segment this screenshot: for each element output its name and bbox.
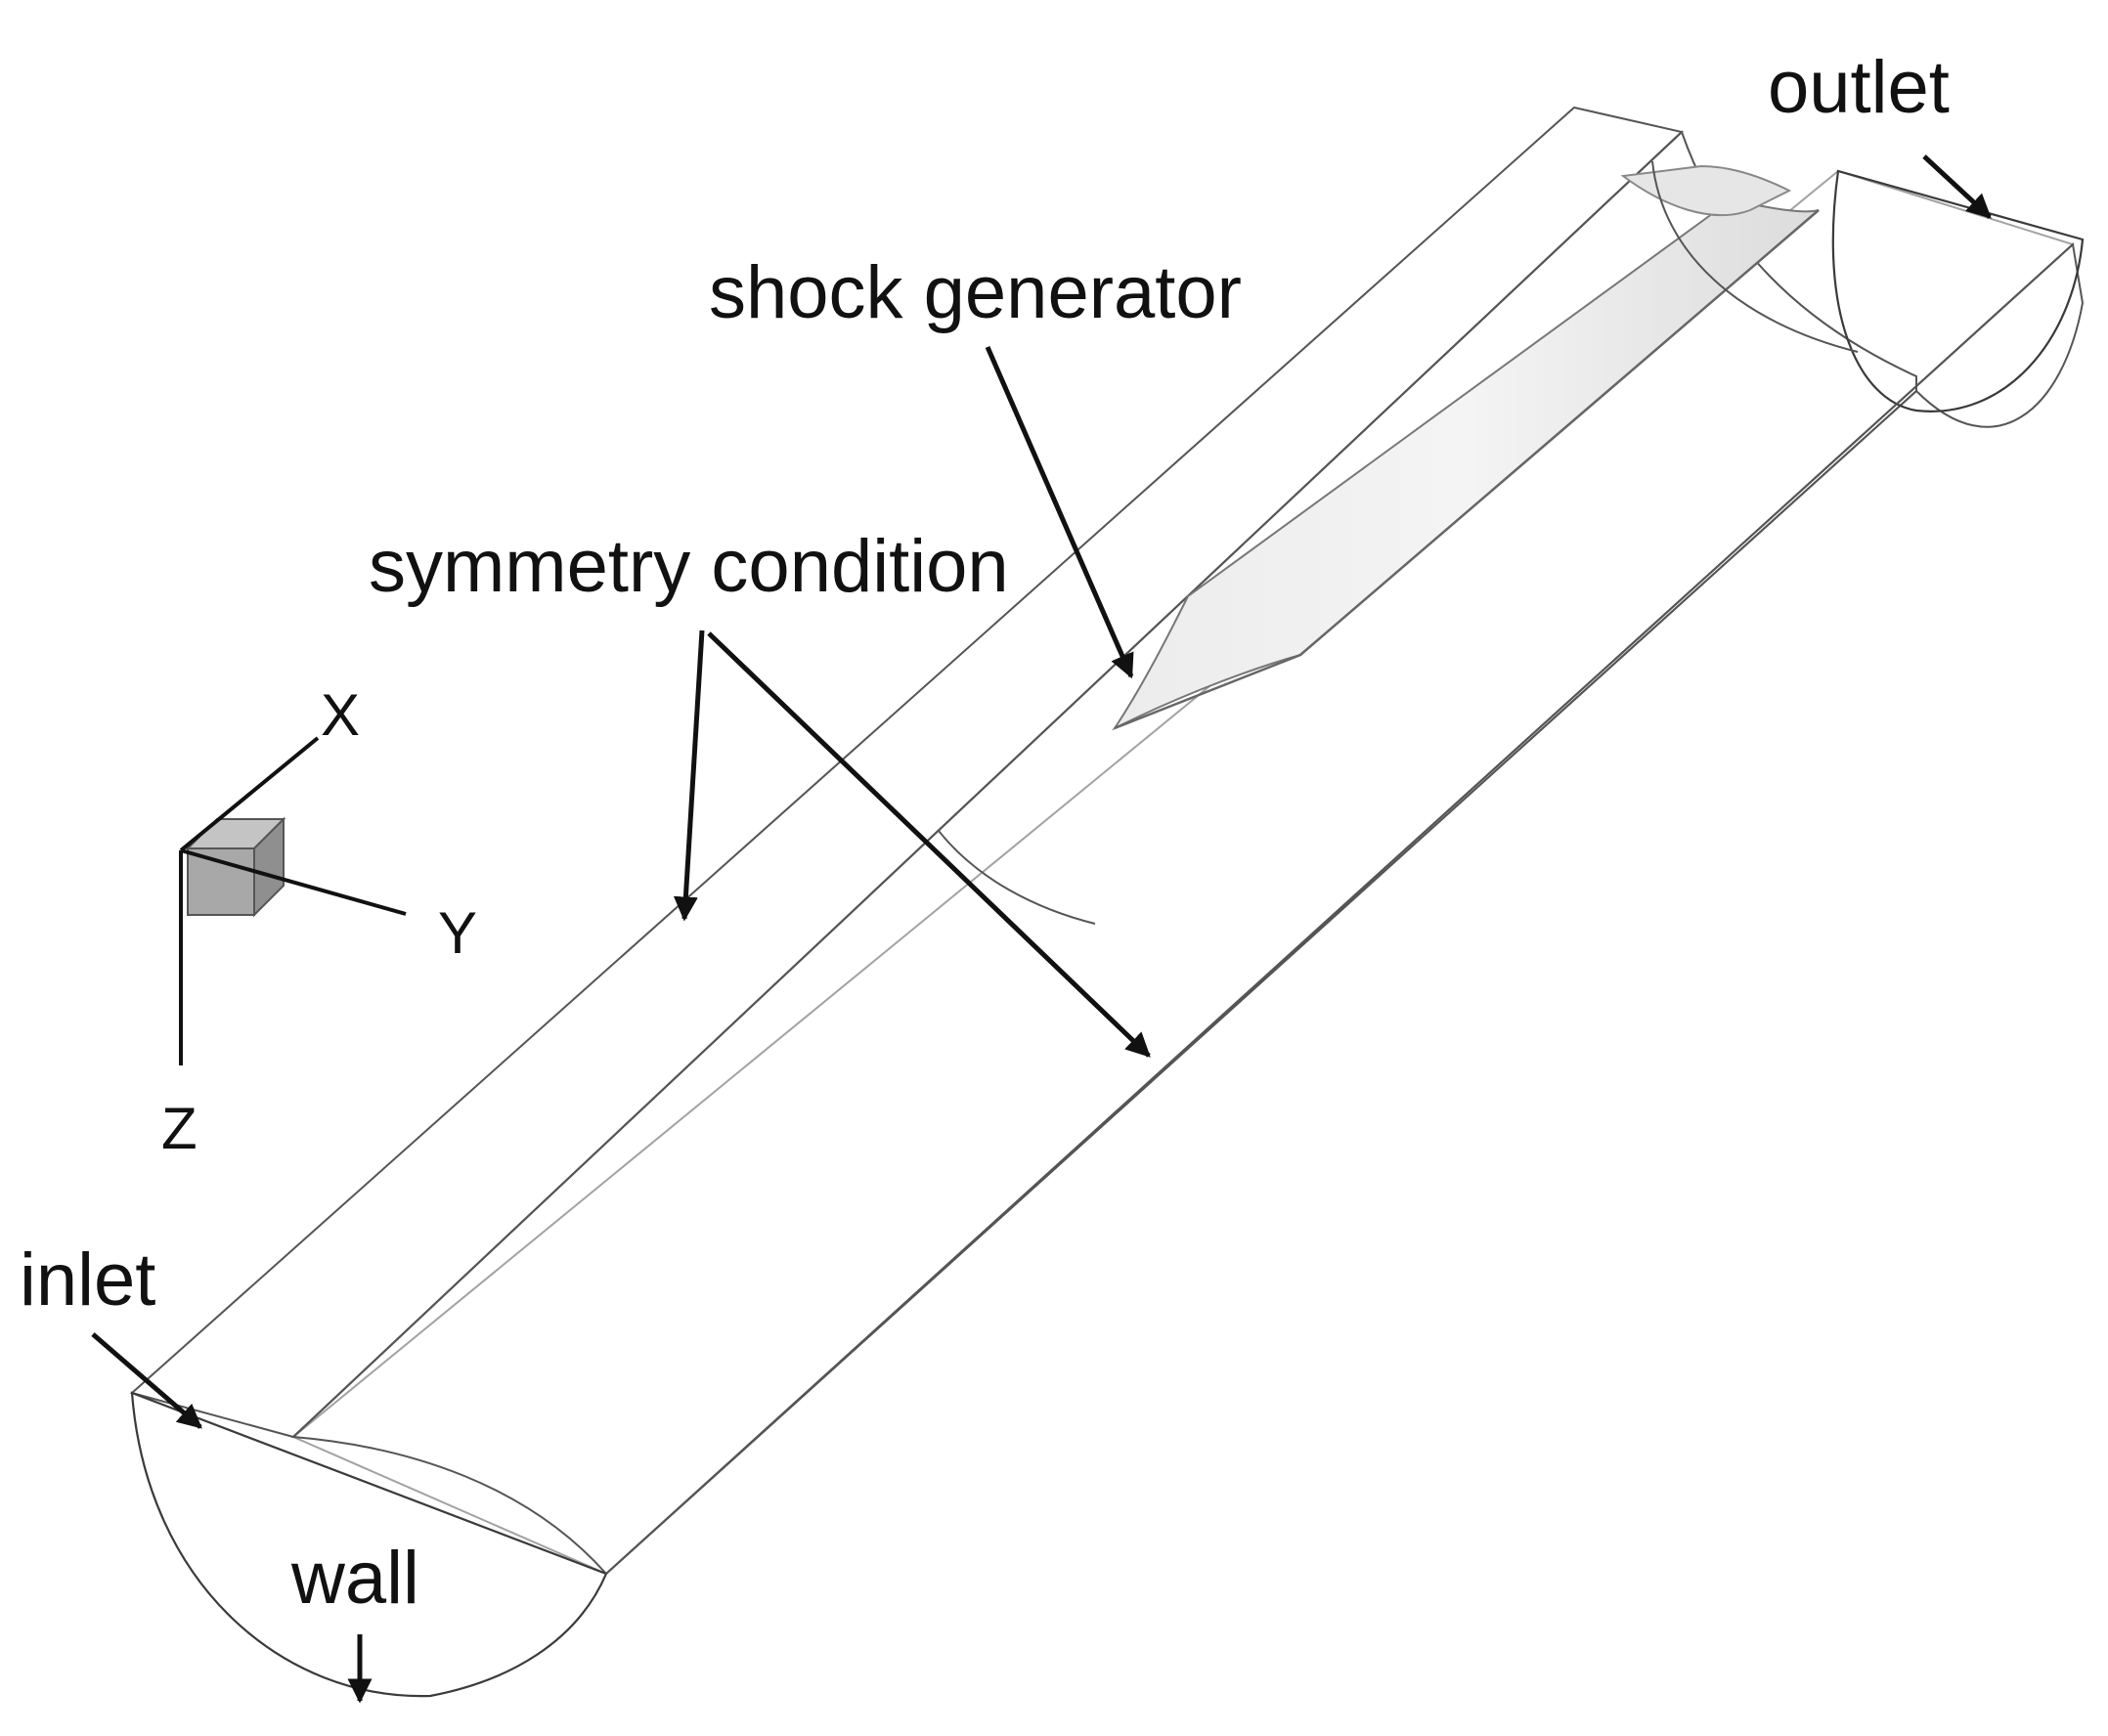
outlet-label: outlet [1768,46,1950,129]
inlet-cap [130,1391,608,1698]
triad-cube-side [253,816,285,918]
symmetry-arrow-right [707,631,1151,1058]
shock-generator-body [1112,198,1820,731]
shock-generator-ridge [1114,209,1820,730]
outlet-arrow [1922,154,1992,219]
shock-generator-label: shock generator [709,251,1242,334]
seam-line [292,131,1683,1438]
curved-wall-surface [290,130,1917,1576]
z-axis-label: Z [161,1096,198,1161]
right-side-slab [605,242,2085,1575]
symmetry-arrow-left [673,629,705,922]
outlet-cap [1831,169,2085,412]
triad-cube-front [187,847,255,916]
x-axis-label: X [321,682,360,748]
inlet-label: inlet [20,1238,155,1322]
axis-triad: X Y Z [161,682,477,1161]
shock-generator-arrow [985,346,1134,679]
x-axis-line [179,736,320,852]
y-axis-line [180,848,407,916]
symmetry-condition-label: symmetry condition [369,525,1009,608]
cross-seam-outlet [1651,160,1859,353]
wall-label: wall [290,1537,419,1620]
near-symmetry-strip [291,169,2075,1576]
y-axis-label: Y [438,900,477,966]
seam-line-2 [605,243,2074,1575]
cross-seam-mid [938,830,1096,925]
inlet-arrow [91,1332,202,1429]
